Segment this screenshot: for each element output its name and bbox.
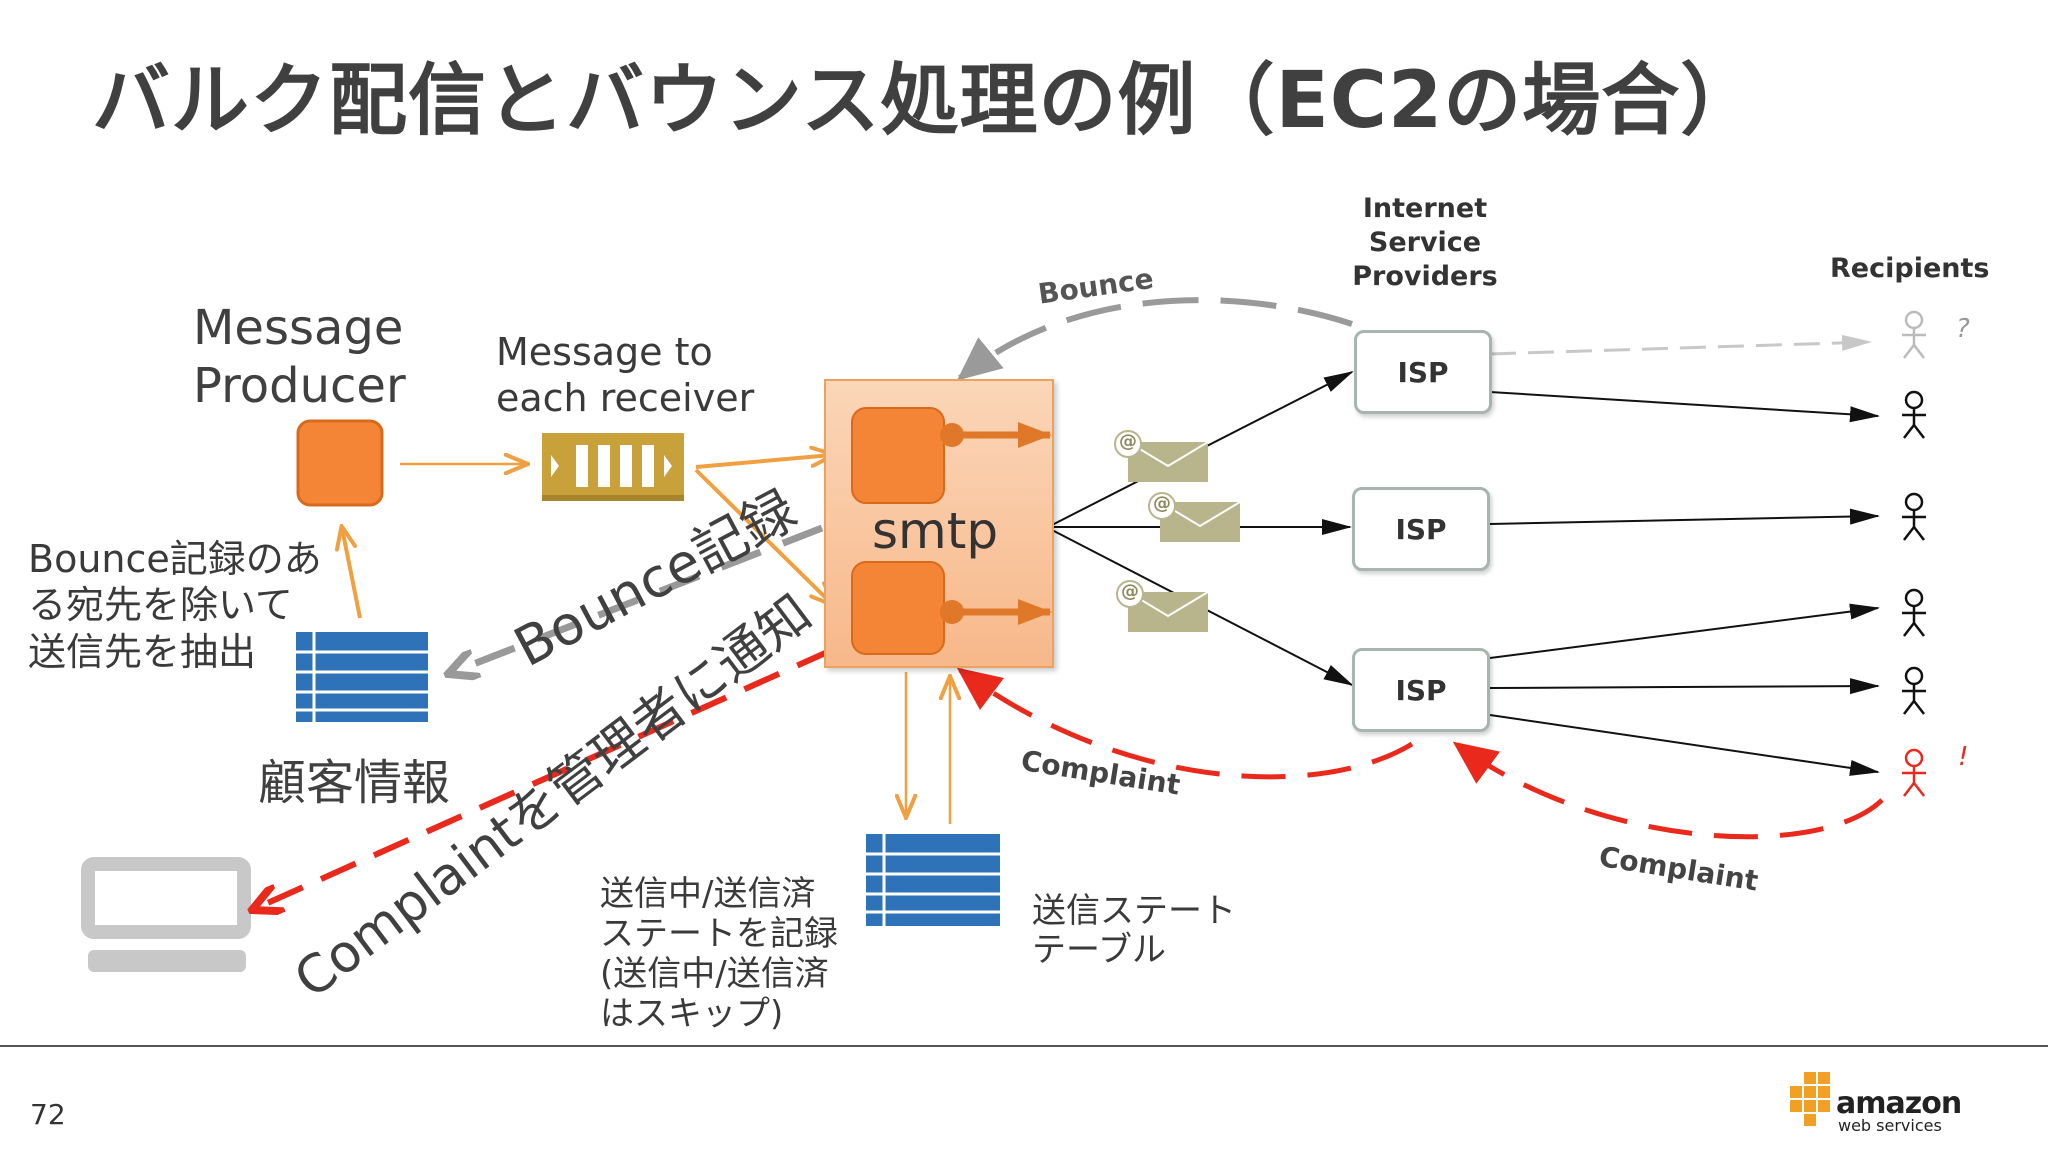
page-title: バルク配信とバウンス処理の例（EC2の場合） bbox=[92, 56, 1760, 146]
complaint-curve-1 bbox=[956, 667, 1414, 780]
isp1-to-recipient-unknown bbox=[1489, 334, 1872, 356]
bounce-curve bbox=[956, 297, 1353, 381]
queue-to-worker2-arrow bbox=[694, 468, 832, 604]
recipient-icon bbox=[1902, 390, 1926, 439]
state-table-icon bbox=[866, 834, 1000, 926]
page-number: 72 bbox=[30, 1098, 66, 1131]
customer-db-icon bbox=[296, 632, 428, 722]
isp2-to-recipient2 bbox=[1489, 508, 1880, 525]
smtp-label: smtp bbox=[872, 502, 999, 560]
isp1-to-recipient1 bbox=[1489, 391, 1880, 423]
queue-to-worker1-arrow bbox=[695, 455, 832, 469]
unknown-recipient-marker: ? bbox=[1956, 314, 1970, 344]
recipient-complaint-icon bbox=[1902, 748, 1926, 797]
message-producer-label: Message Producer bbox=[193, 300, 406, 414]
state-record-note: 送信中/送信済 ステートを記録 (送信中/送信済 はスキップ) bbox=[600, 874, 838, 1035]
email-at-symbol: @ bbox=[1119, 431, 1137, 452]
recipients-header: Recipients bbox=[1830, 253, 1990, 284]
isp3-to-recipient3 bbox=[1489, 603, 1880, 659]
email-at-symbol: @ bbox=[1153, 493, 1171, 514]
email-at-symbol: @ bbox=[1121, 581, 1139, 602]
bounce-record-arrow bbox=[448, 524, 824, 674]
isp-header: Internet Service Providers bbox=[1352, 193, 1498, 292]
isp3-to-recipient4 bbox=[1489, 678, 1880, 695]
isp-box-2: ISP bbox=[1352, 487, 1490, 571]
recipient-unknown-icon bbox=[1902, 310, 1926, 359]
laptop-icon bbox=[81, 857, 251, 972]
db-to-producer-arrow bbox=[342, 528, 362, 619]
queue-label: Message to each receiver bbox=[496, 330, 755, 420]
footer-divider bbox=[0, 1045, 2048, 1047]
recipient-icon bbox=[1902, 588, 1926, 637]
isp-box-1: ISP bbox=[1354, 330, 1492, 414]
email-icon-3 bbox=[1116, 580, 1209, 632]
email-icon-1 bbox=[1114, 430, 1209, 482]
complaint-notify-arrow bbox=[252, 647, 834, 910]
aws-cubes-icon bbox=[1790, 1072, 1830, 1126]
recipient-icon bbox=[1902, 666, 1926, 715]
isp3-to-recipient5 bbox=[1489, 714, 1880, 776]
aws-logo-sub: web services bbox=[1838, 1116, 1942, 1135]
state-table-label: 送信ステート テーブル bbox=[1032, 891, 1236, 971]
customer-db-label: 顧客情報 bbox=[258, 755, 451, 811]
aws-logo-word: amazon bbox=[1836, 1086, 1962, 1121]
recipient-icon bbox=[1902, 492, 1926, 541]
email-icon-2 bbox=[1148, 492, 1241, 542]
bounce-extract-note: Bounce記録のあ る宛先を除いて 送信先を抽出 bbox=[28, 537, 322, 674]
queue-icon bbox=[542, 433, 684, 501]
complaint-recipient-marker: ! bbox=[1958, 742, 1969, 772]
isp-box-3: ISP bbox=[1352, 648, 1490, 732]
complaint-curve-2 bbox=[1452, 741, 1884, 840]
aws-logo: amazon web services bbox=[1786, 1070, 1962, 1135]
producer-icon bbox=[296, 419, 384, 507]
